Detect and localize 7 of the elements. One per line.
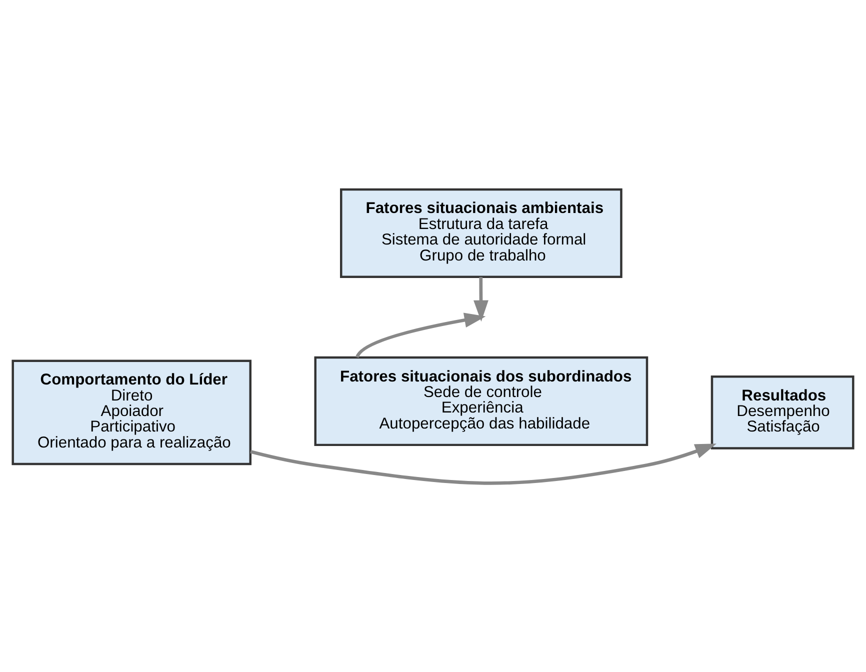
arrow <box>474 276 488 322</box>
arrow <box>250 443 716 484</box>
node-box: Comportamento do Líder Direto Apoiador Participativo Orientado para a realização <box>12 359 252 465</box>
node-box: Fatores situacionais dos subordinados Sede de controle Experiência Autopercepção das habilidade <box>314 356 648 446</box>
arrow <box>356 312 486 358</box>
node-box: Resultados Desempenho Satisfação <box>710 374 854 449</box>
node-box: Fatores situacionais ambientais Estrutura da tarefa Sistema de autoridade formal Grupo de trabalho <box>340 188 622 278</box>
